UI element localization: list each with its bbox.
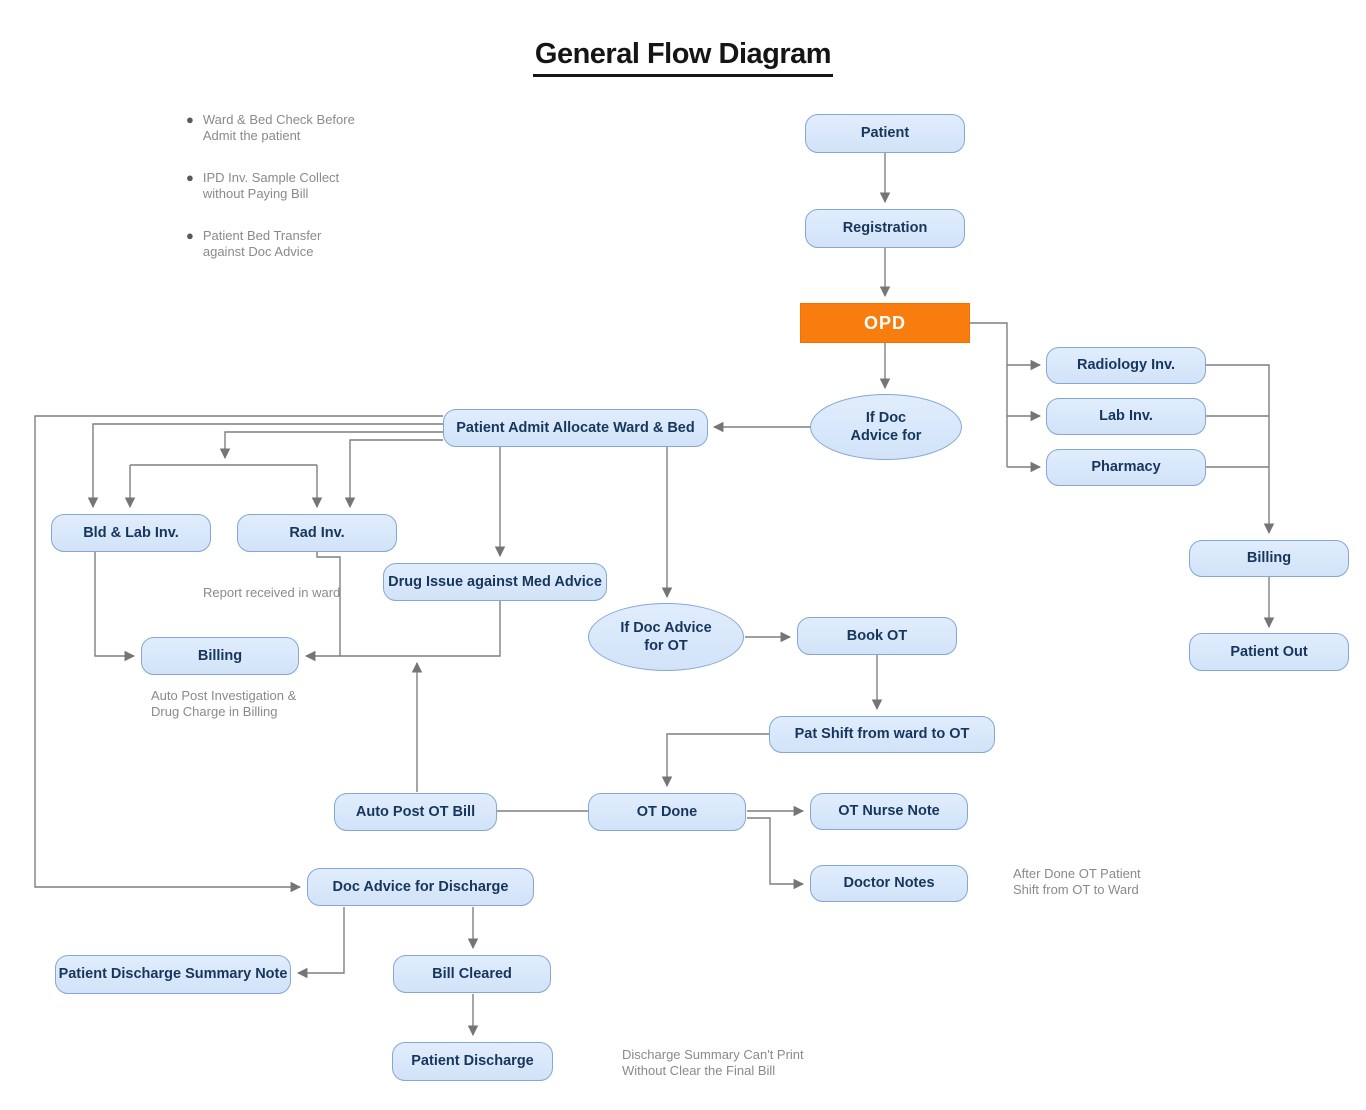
annotation-discharge-summary: Discharge Summary Can't Print Without Cl… <box>622 1047 804 1078</box>
node-drug-issue-against-med-advice: Drug Issue against Med Advice <box>383 563 607 601</box>
node-rad-inv: Rad Inv. <box>237 514 397 552</box>
node-patient-admit-allocate-ward-bed: Patient Admit Allocate Ward & Bed <box>443 409 708 447</box>
bullet-text: Patient Bed Transfer against Doc Advice <box>202 228 322 259</box>
edge-radinv-billingleft <box>316 552 341 656</box>
node-ot-done: OT Done <box>588 793 746 831</box>
node-patient-out: Patient Out <box>1189 633 1349 671</box>
edge-radiology-billing <box>1206 364 1275 535</box>
node-patient: Patient <box>805 114 965 153</box>
edge-admit-radinv-2 <box>344 439 443 509</box>
bullet-dot-icon: ● <box>186 170 194 185</box>
node-pat-shift-ward-to-ot: Pat Shift from ward to OT <box>769 716 995 753</box>
node-ot-nurse-note: OT Nurse Note <box>810 793 968 830</box>
node-opd: OPD <box>800 303 970 343</box>
annotation-after-done-ot: After Done OT Patient Shift from OT to W… <box>1013 866 1141 897</box>
edge-opd-right-trunk <box>970 322 1008 467</box>
bullet-text: Ward & Bed Check Before Admit the patien… <box>202 112 355 143</box>
bullet-dot-icon: ● <box>186 228 194 243</box>
edge-admit-split-stem <box>219 431 443 460</box>
edge-patshift-otdone <box>661 733 769 788</box>
node-auto-post-ot-bill: Auto Post OT Bill <box>334 793 497 831</box>
bullet-text: IPD Inv. Sample Collect without Paying B… <box>202 170 340 201</box>
node-billing-left: Billing <box>141 637 299 675</box>
edge-docadvice-summarynote <box>296 907 345 979</box>
node-if-doc-advice-for: If Doc Advice for <box>810 394 962 460</box>
edge-admit-bldlab-1 <box>87 423 443 509</box>
node-pharmacy: Pharmacy <box>1046 449 1206 486</box>
node-patient-discharge: Patient Discharge <box>392 1042 553 1081</box>
node-patient-discharge-summary-note: Patient Discharge Summary Note <box>55 955 291 994</box>
node-doc-advice-for-discharge: Doc Advice for Discharge <box>307 868 534 906</box>
diagram-title: General Flow Diagram <box>532 38 834 77</box>
annotation-report-received-in-ward: Report received in ward <box>203 585 341 600</box>
edge-bldlab-billingleft <box>94 552 136 662</box>
annotation-auto-post-investigation: Auto Post Investigation & Drug Charge in… <box>151 688 297 719</box>
edge-otdone-doctornotes <box>747 817 805 890</box>
bullet-item: ● IPD Inv. Sample Collect without Paying… <box>186 170 386 202</box>
edge-drugissue-billingleft <box>304 601 501 662</box>
bullet-dot-icon: ● <box>186 112 194 127</box>
edge-admit-docadvicedischarge <box>34 415 443 893</box>
node-book-ot: Book OT <box>797 617 957 655</box>
node-billing-right: Billing <box>1189 540 1349 577</box>
bullet-item: ● Ward & Bed Check Before Admit the pati… <box>186 112 386 144</box>
bullet-item: ● Patient Bed Transfer against Doc Advic… <box>186 228 386 260</box>
node-if-doc-advice-for-ot: If Doc Advice for OT <box>588 603 744 671</box>
node-registration: Registration <box>805 209 965 248</box>
node-lab-inv: Lab Inv. <box>1046 398 1206 435</box>
node-radiology-inv: Radiology Inv. <box>1046 347 1206 384</box>
node-doctor-notes: Doctor Notes <box>810 865 968 902</box>
node-bill-cleared: Bill Cleared <box>393 955 551 993</box>
notes-bullet-list: ● Ward & Bed Check Before Admit the pati… <box>186 112 386 286</box>
node-bld-lab-inv: Bld & Lab Inv. <box>51 514 211 552</box>
